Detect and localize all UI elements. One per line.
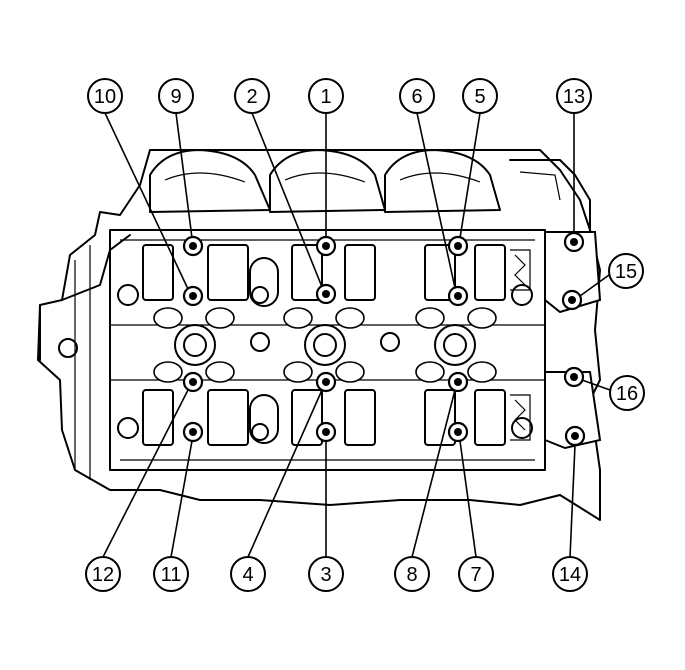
- bolt-12: [182, 371, 204, 393]
- callout-16-label: 16: [616, 383, 638, 405]
- callouts: 1 2 3 4 5 6 7 8 9 10 11 12 13 14 15 16: [85, 78, 645, 592]
- callout-2-label: 2: [246, 86, 257, 108]
- callout-7-label: 7: [470, 564, 481, 586]
- callout-10: 10: [87, 78, 123, 114]
- bolt-9: [182, 235, 204, 257]
- bolt-16: [563, 366, 585, 388]
- bolt-1: [315, 235, 337, 257]
- callout-8: 8: [394, 556, 430, 592]
- callout-12-label: 12: [92, 564, 114, 586]
- leader-2: [251, 112, 323, 288]
- callout-14-label: 14: [559, 564, 581, 586]
- right-bracket: [510, 231, 602, 450]
- upper-cam-caps: [142, 244, 506, 307]
- spark-plug-wells: [174, 324, 476, 366]
- callout-15: 15: [608, 253, 644, 289]
- callout-1-label: 1: [320, 86, 331, 108]
- leader-9: [175, 112, 193, 239]
- valve-springs: [153, 307, 497, 383]
- callout-9-label: 9: [170, 86, 181, 108]
- lower-cam-caps: [117, 284, 533, 446]
- callout-8-label: 8: [406, 564, 417, 586]
- callout-1: 1: [308, 78, 344, 114]
- bolt-14: [564, 425, 586, 447]
- leader-11: [170, 440, 193, 558]
- callout-6-label: 6: [411, 86, 422, 108]
- flange-hole: [58, 338, 78, 358]
- bolt-2: [315, 283, 337, 305]
- bolt-5: [447, 235, 469, 257]
- callout-3-label: 3: [320, 564, 331, 586]
- bolt-6: [447, 285, 469, 307]
- callout-10-label: 10: [94, 86, 116, 108]
- spring-row-upper: [153, 307, 497, 329]
- leader-14: [569, 444, 576, 558]
- callout-4: 4: [230, 556, 266, 592]
- bolt-11: [182, 421, 204, 443]
- callout-14: 14: [552, 556, 588, 592]
- leader-5: [459, 112, 481, 239]
- head-bolts: [182, 231, 586, 447]
- callout-15-label: 15: [615, 261, 637, 283]
- callout-5: 5: [462, 78, 498, 114]
- bolt-8: [447, 371, 469, 393]
- callout-11-label: 11: [161, 564, 182, 586]
- leader-16: [581, 379, 611, 391]
- callout-13: 13: [556, 78, 592, 114]
- spring-row-lower: [153, 361, 497, 383]
- callout-4-label: 4: [242, 564, 253, 586]
- leader-6: [416, 112, 456, 289]
- callout-3: 3: [308, 556, 344, 592]
- leader-12: [102, 389, 189, 558]
- callout-12: 12: [85, 556, 121, 592]
- leader-8: [411, 389, 456, 558]
- callout-9: 9: [158, 78, 194, 114]
- callout-7: 7: [458, 556, 494, 592]
- callout-5-label: 5: [474, 86, 485, 108]
- bolt-3: [315, 421, 337, 443]
- callout-11: 11: [153, 556, 189, 592]
- leader-lines: [102, 112, 611, 558]
- bolt-15: [561, 289, 583, 311]
- bolt-4: [315, 371, 337, 393]
- bolt-10: [182, 285, 204, 307]
- bolt-7: [447, 421, 469, 443]
- leader-15: [579, 274, 610, 297]
- leader-4: [247, 389, 323, 558]
- bolt-13: [563, 231, 585, 253]
- leader-7: [459, 440, 477, 558]
- callout-2: 2: [234, 78, 270, 114]
- callout-6: 6: [399, 78, 435, 114]
- callout-13-label: 13: [563, 86, 585, 108]
- callout-16: 16: [609, 375, 645, 411]
- leader-10: [104, 112, 189, 290]
